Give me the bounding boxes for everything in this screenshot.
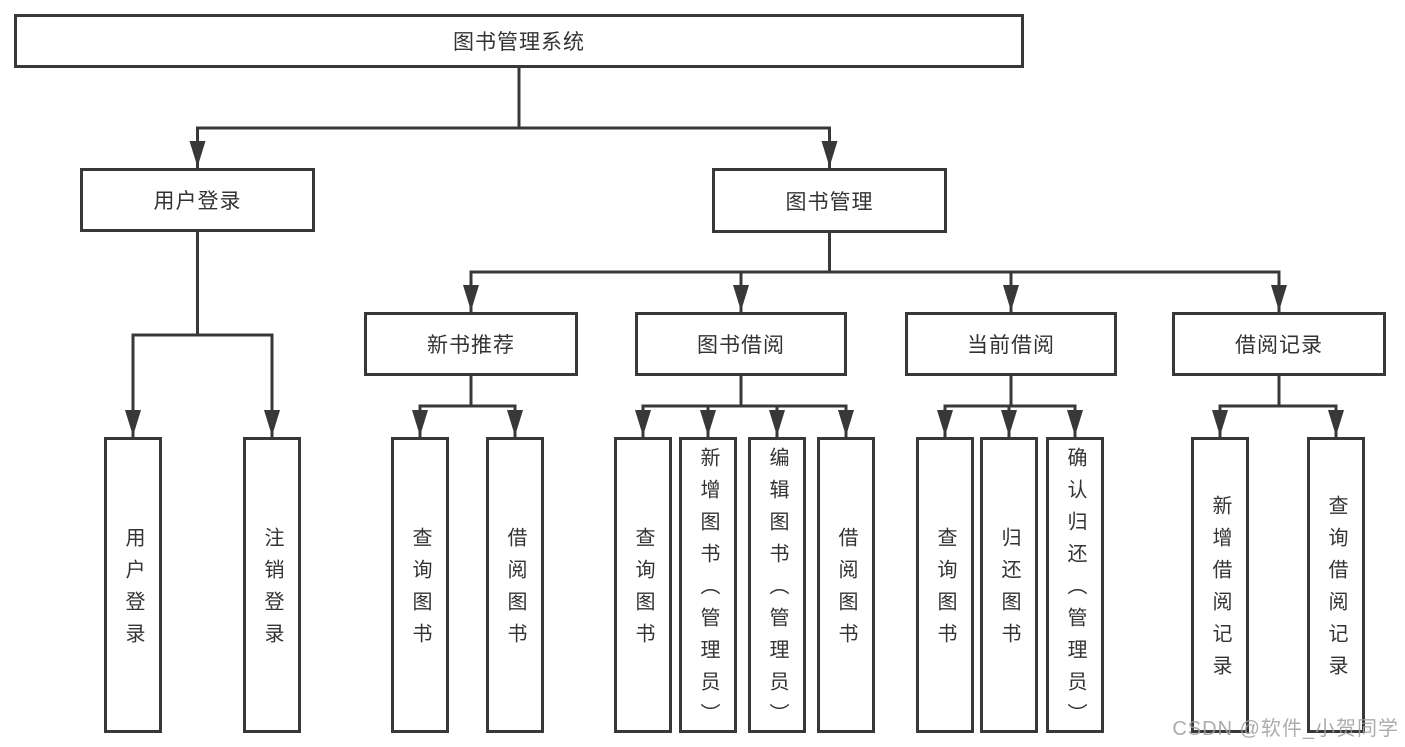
node-book-management: 图书管理 (712, 168, 947, 233)
leaf-logout-label: 注销登录 (261, 527, 283, 655)
leaf-query-book-borrow: 查询图书 (614, 437, 672, 733)
leaf-borrow-book-label: 借阅图书 (835, 527, 857, 655)
leaf-confirm-return-admin-label: 确认归还（管理员） (1064, 447, 1086, 735)
leaf-query-book-recommend: 查询图书 (391, 437, 449, 733)
leaf-return-book-label: 归还图书 (998, 527, 1020, 655)
leaf-borrow-book: 借阅图书 (817, 437, 875, 733)
leaf-confirm-return-admin: 确认归还（管理员） (1046, 437, 1104, 735)
leaf-query-book-current-label: 查询图书 (934, 527, 956, 655)
node-user-login: 用户登录 (80, 168, 315, 232)
leaf-query-book-borrow-label: 查询图书 (632, 527, 654, 655)
node-new-book-recommend: 新书推荐 (364, 312, 578, 376)
leaf-query-book-current: 查询图书 (916, 437, 974, 733)
leaf-borrow-book-recommend: 借阅图书 (486, 437, 544, 733)
leaf-edit-book-admin: 编辑图书（管理员） (748, 437, 806, 735)
node-current-borrow: 当前借阅 (905, 312, 1117, 376)
leaf-add-book-admin-label: 新增图书（管理员） (697, 447, 719, 735)
leaf-borrow-book-recommend-label: 借阅图书 (504, 527, 526, 655)
leaf-add-borrow-record: 新增借阅记录 (1191, 437, 1249, 733)
leaf-logout: 注销登录 (243, 437, 301, 733)
leaf-edit-book-admin-label: 编辑图书（管理员） (766, 447, 788, 735)
leaf-query-borrow-record-label: 查询借阅记录 (1325, 495, 1347, 687)
leaf-query-borrow-record: 查询借阅记录 (1307, 437, 1365, 733)
leaf-return-book: 归还图书 (980, 437, 1038, 733)
node-book-borrow: 图书借阅 (635, 312, 847, 376)
leaf-user-login: 用户登录 (104, 437, 162, 733)
leaf-add-borrow-record-label: 新增借阅记录 (1209, 495, 1231, 687)
csdn-watermark: CSDN @软件_小贺同学 (1172, 718, 1399, 740)
leaf-add-book-admin: 新增图书（管理员） (679, 437, 737, 735)
leaf-user-login-label: 用户登录 (122, 527, 144, 655)
node-library-management-system: 图书管理系统 (14, 14, 1024, 68)
node-borrow-records: 借阅记录 (1172, 312, 1386, 376)
leaf-query-book-recommend-label: 查询图书 (409, 527, 431, 655)
